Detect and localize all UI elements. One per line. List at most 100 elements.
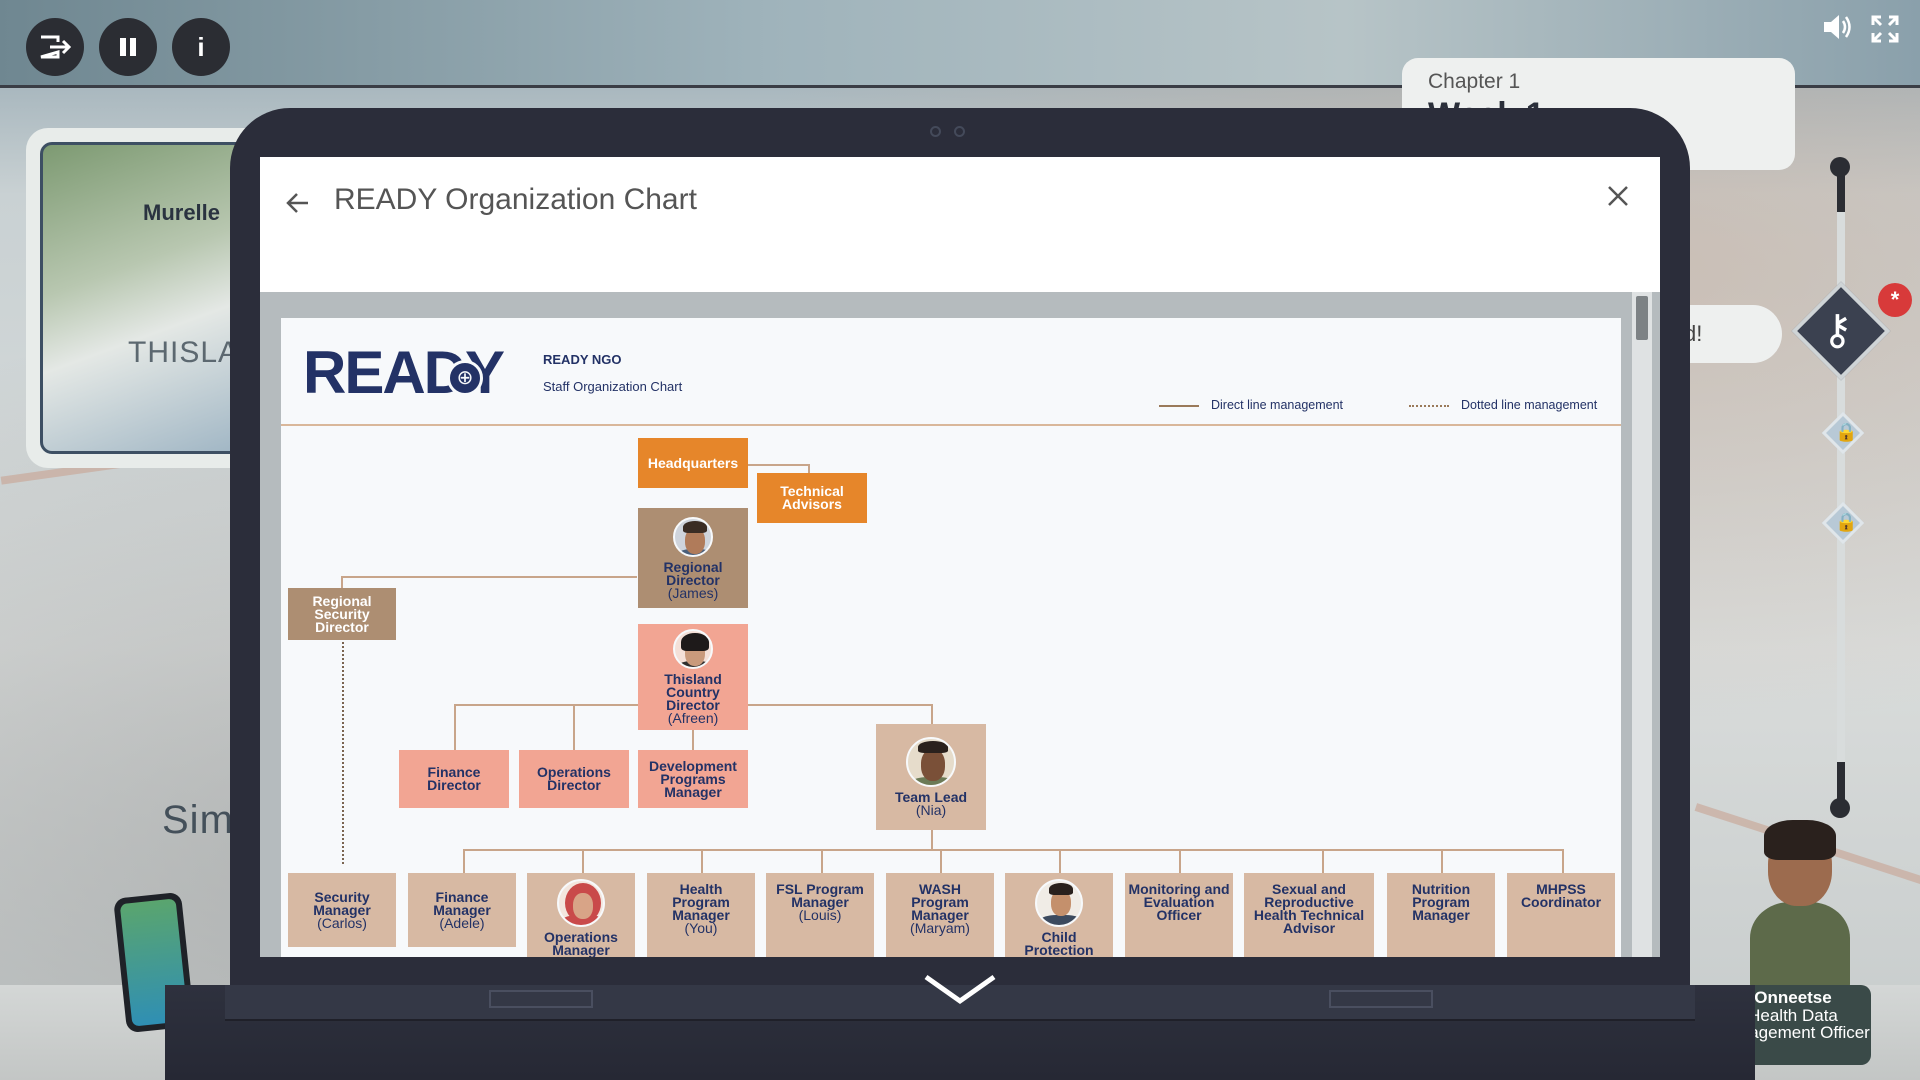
connector-line	[701, 849, 703, 875]
node-person: (James)	[667, 584, 719, 601]
chevron-down-icon[interactable]	[922, 965, 998, 1015]
laptop-camera	[954, 126, 965, 137]
close-button[interactable]	[1606, 179, 1630, 216]
node-health-program-manager[interactable]: Health Program Manager (You)	[647, 873, 755, 957]
node-label: Finance Director	[427, 764, 481, 793]
speaker-icon	[1824, 15, 1851, 39]
connector-line	[931, 830, 933, 850]
laptop-slot	[1329, 990, 1433, 1008]
node-label: Thisland Country Director	[664, 671, 722, 713]
info-button[interactable]: i	[172, 18, 230, 76]
fullscreen-button[interactable]	[1870, 14, 1900, 52]
avatar-face	[573, 893, 593, 919]
node-monitoring-evaluation-officer[interactable]: Monitoring and Evaluation Officer	[1125, 873, 1233, 957]
map-city-label: Murelle	[143, 200, 221, 225]
lock-icon: 🔒	[1835, 422, 1858, 442]
document-viewer[interactable]: READY ⊕ READY NGO Staff Organization Cha…	[260, 292, 1660, 957]
connector-line	[341, 576, 343, 588]
connector-line	[808, 464, 810, 474]
avatar-face	[921, 749, 945, 781]
lock-icon: 🔒	[1835, 512, 1858, 532]
node-label: Security Manager	[313, 888, 371, 918]
dotted-connector	[342, 638, 344, 864]
avatar-hair	[1049, 883, 1073, 895]
legend-direct: Direct line management	[1211, 398, 1344, 412]
node-label: Health Program Manager	[672, 881, 730, 923]
map-country-label: THISLA	[128, 336, 240, 369]
character-hair	[1764, 820, 1836, 860]
node-label: Headquarters	[647, 454, 739, 471]
org-chart-document: READY ⊕ READY NGO Staff Organization Cha…	[281, 318, 1621, 957]
connector-line	[744, 464, 809, 466]
node-srh-technical-advisor[interactable]: Sexual and Reproductive Health Technical…	[1244, 873, 1374, 957]
node-regional-security-director[interactable]: Regional Security Director	[288, 588, 396, 640]
node-child-protection[interactable]: Child Protection	[1005, 873, 1113, 957]
legend-dotted: Dotted line management	[1461, 398, 1598, 412]
node-person: (Maryam)	[910, 920, 970, 936]
node-security-manager[interactable]: Security Manager (Carlos)	[288, 873, 396, 947]
node-finance-manager[interactable]: Finance Manager (Adele)	[408, 873, 516, 947]
laptop-slot	[489, 990, 593, 1008]
node-technical-advisors[interactable]: Technical Advisors	[757, 473, 867, 523]
node-wash-program-manager[interactable]: WASH Program Manager (Maryam)	[886, 873, 994, 957]
node-regional-director[interactable]: Regional Director (James)	[638, 508, 748, 608]
sound-button[interactable]	[1822, 12, 1854, 50]
character-body	[1750, 902, 1850, 992]
alert-badge: *	[1878, 283, 1912, 317]
avatar-face	[1051, 890, 1071, 916]
node-label: Development Programs Manager	[649, 757, 737, 800]
notification-bubble: d!	[1672, 305, 1782, 363]
viewer-scrollbar[interactable]	[1632, 292, 1652, 957]
node-label: MHPSS Coordinator	[1520, 881, 1602, 910]
avatar-body	[1039, 915, 1081, 925]
modal-title: READY Organization Chart	[334, 183, 697, 216]
viewer-scrollbar-thumb[interactable]	[1636, 296, 1648, 340]
avatar-hair	[683, 520, 707, 533]
progress-track-top	[1837, 162, 1845, 212]
node-development-programs-manager[interactable]: Development Programs Manager	[638, 750, 748, 808]
node-label: Sexual and Reproductive Health Technical…	[1253, 881, 1365, 936]
node-headquarters[interactable]: Headquarters	[638, 438, 748, 488]
node-operations-manager[interactable]: Operations Manager	[527, 873, 635, 957]
back-button[interactable]	[284, 187, 312, 226]
node-person: (Carlos)	[317, 914, 367, 931]
avatar	[906, 737, 956, 787]
node-operations-director[interactable]: Operations Director	[519, 750, 629, 808]
laptop-camera	[930, 126, 941, 137]
node-label: Nutrition Program Manager	[1411, 881, 1471, 923]
document-subtitle: Staff Organization Chart	[543, 379, 683, 394]
fullscreen-icon	[1871, 15, 1899, 43]
key-icon: ⚷	[1822, 306, 1853, 353]
character-name: Onneetse	[1754, 988, 1832, 1007]
node-person: (Nia)	[915, 802, 947, 818]
node-label: Regional Director	[663, 558, 723, 588]
node-mhpss-coordinator[interactable]: MHPSS Coordinator	[1507, 873, 1615, 957]
node-fsl-program-manager[interactable]: FSL Program Manager (Louis)	[766, 873, 874, 957]
node-finance-director[interactable]: Finance Director	[399, 750, 509, 808]
globe-icon: ⊕	[447, 360, 483, 396]
connector-line	[341, 576, 637, 578]
node-label: Finance Manager	[433, 888, 491, 918]
chapter-label: Chapter 1	[1428, 70, 1521, 93]
connector-line	[1059, 849, 1061, 875]
node-label: Technical Advisors	[780, 483, 844, 512]
legend-solid-line	[1159, 405, 1199, 407]
exit-button[interactable]	[26, 18, 84, 76]
progress-track	[1837, 162, 1845, 812]
document-header: READY ⊕ READY NGO Staff Organization Cha…	[281, 318, 1621, 426]
pause-button[interactable]	[99, 18, 157, 76]
connector-line	[1322, 849, 1324, 875]
progress-knob-bottom	[1830, 798, 1850, 818]
node-team-lead[interactable]: Team Lead (Nia)	[876, 724, 986, 830]
info-icon: i	[197, 31, 205, 62]
map-card[interactable]: Murelle	[26, 128, 266, 468]
character-portrait[interactable]	[1750, 820, 1850, 992]
connector-line	[573, 704, 575, 750]
node-label: Regional Security Director	[312, 592, 372, 635]
node-label: Child Protection	[1024, 929, 1094, 957]
node-nutrition-program-manager[interactable]: Nutrition Program Manager	[1387, 873, 1495, 957]
avatar	[1035, 879, 1083, 927]
avatar-face	[685, 527, 705, 554]
node-label: FSL Program Manager	[776, 881, 864, 910]
node-country-director[interactable]: Thisland Country Director (Afreen)	[638, 624, 748, 730]
